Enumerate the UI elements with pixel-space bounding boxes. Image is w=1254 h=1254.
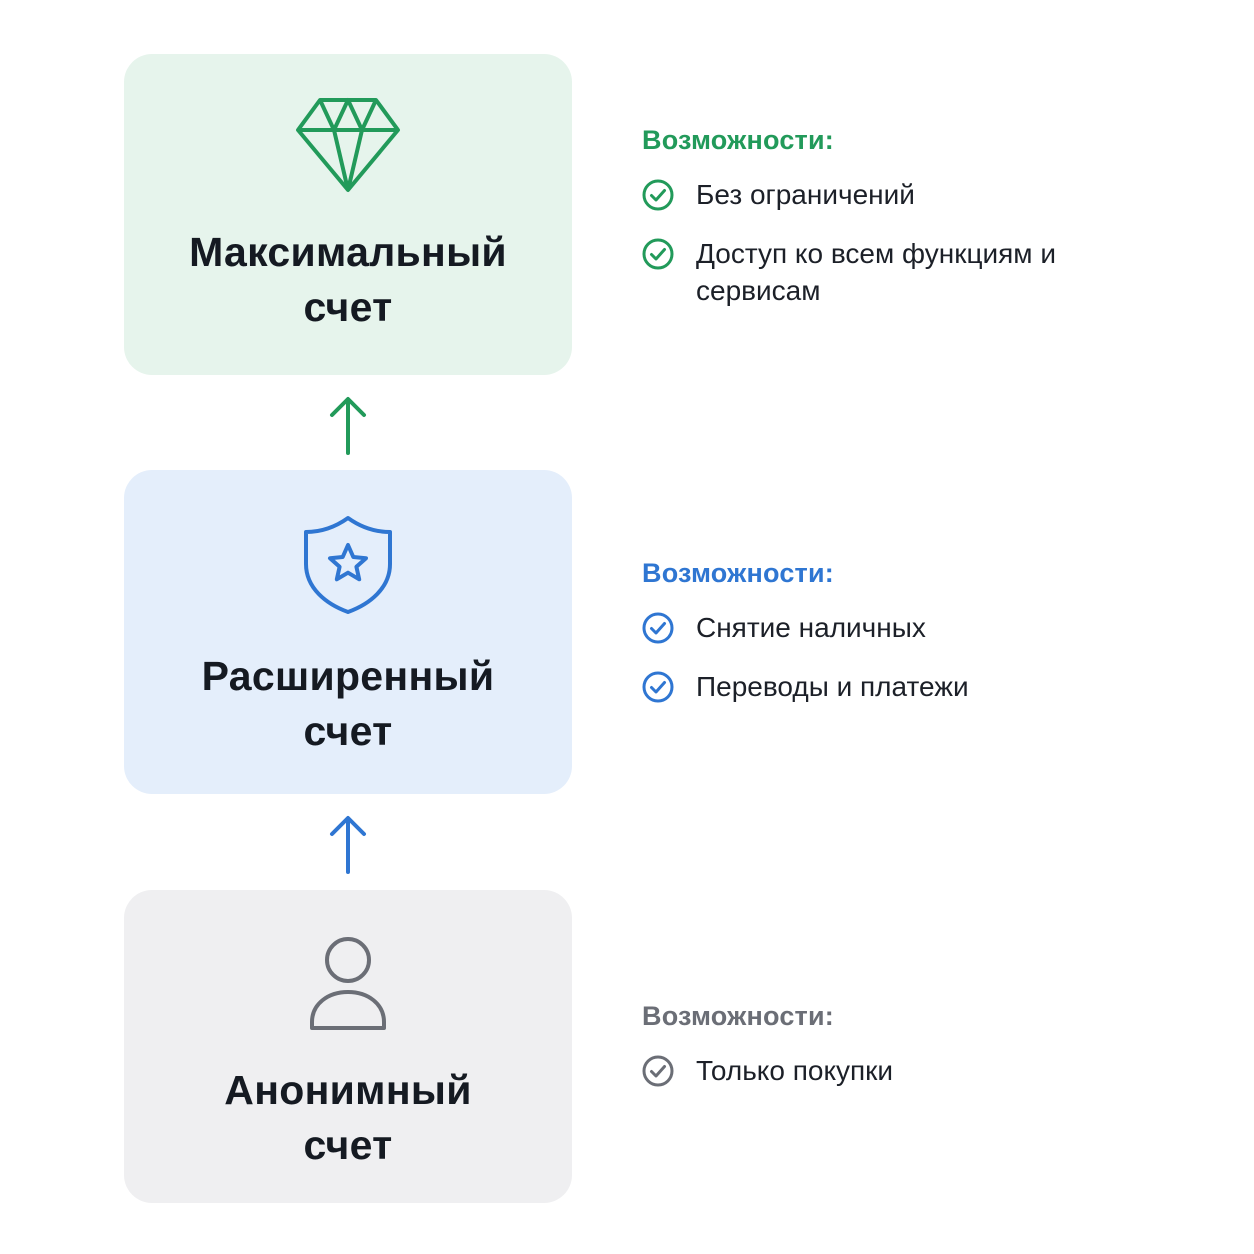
- tier-card-anonymous: Анонимный счет: [124, 890, 572, 1203]
- feature-item: Снятие наличных: [642, 609, 1202, 646]
- check-circle-icon: [642, 1055, 674, 1087]
- diamond-icon: [294, 96, 402, 199]
- features-max: Возможности: Без ограничений Доступ ко в…: [642, 124, 1202, 331]
- tier-title: Анонимный счет: [224, 1067, 472, 1168]
- feature-item: Только покупки: [642, 1052, 1202, 1089]
- feature-item: Переводы и платежи: [642, 668, 1202, 705]
- tier-card-max: Максимальный счет: [124, 54, 572, 375]
- tier-title: Расширенный счет: [201, 653, 495, 754]
- feature-item: Без ограничений: [642, 176, 1202, 213]
- features-anonymous: Возможности: Только покупки: [642, 1000, 1202, 1111]
- features-extended: Возможности: Снятие наличных Переводы и …: [642, 557, 1202, 727]
- shield-star-icon: [302, 514, 394, 621]
- arrow-up-icon: [330, 816, 366, 874]
- check-circle-icon: [642, 238, 674, 270]
- check-circle-icon: [642, 671, 674, 703]
- check-circle-icon: [642, 612, 674, 644]
- check-circle-icon: [642, 179, 674, 211]
- features-heading: Возможности:: [642, 1001, 834, 1031]
- arrow-up-icon: [330, 397, 366, 455]
- user-icon: [308, 936, 388, 1037]
- tier-card-extended: Расширенный счет: [124, 470, 572, 794]
- features-heading: Возможности:: [642, 125, 834, 155]
- tier-title: Максимальный счет: [189, 229, 507, 330]
- feature-item: Доступ ко всем функциям и сервисам: [642, 235, 1076, 309]
- features-heading: Возможности:: [642, 558, 834, 588]
